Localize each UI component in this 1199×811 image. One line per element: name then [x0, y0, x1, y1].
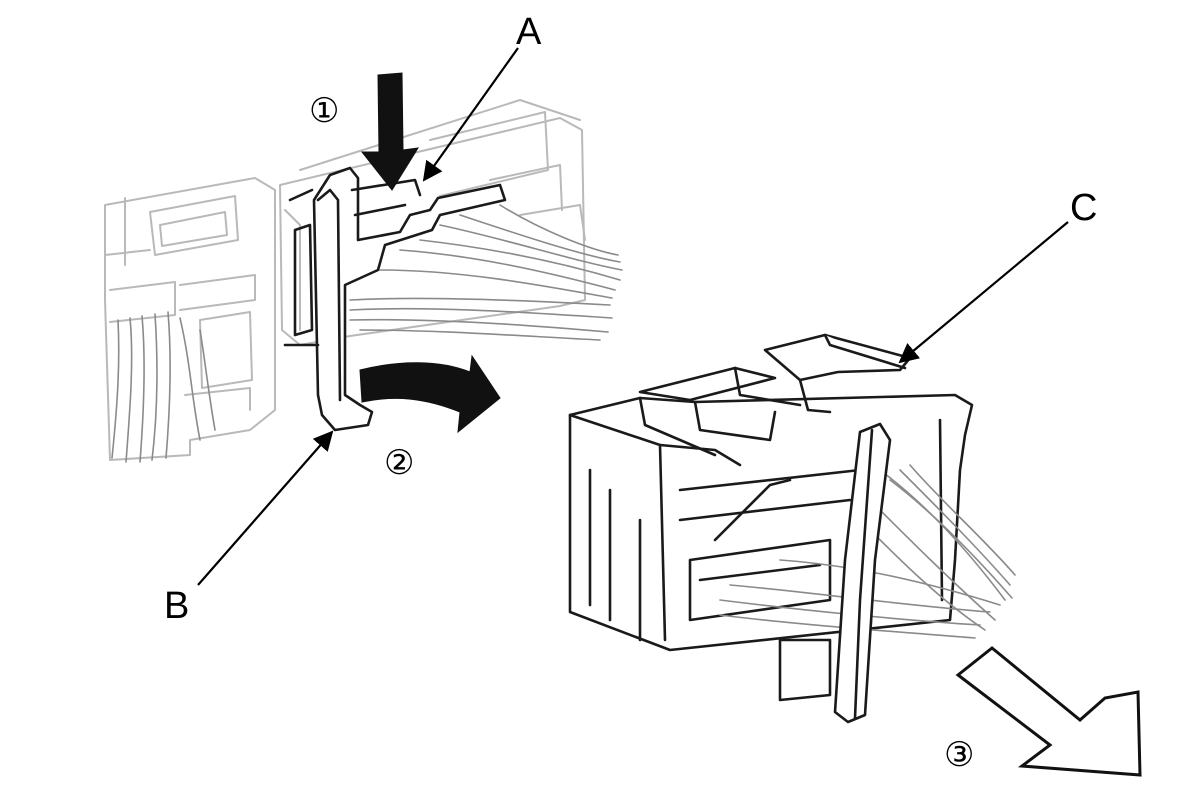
label-c: C — [1070, 187, 1097, 229]
pull-lever-arrow — [359, 354, 501, 434]
label-b: B — [164, 585, 189, 627]
leader-line-b — [197, 430, 334, 586]
left-connector-lever — [283, 166, 507, 432]
leader-line-a — [422, 47, 519, 182]
step-1-marker: ① — [309, 91, 339, 131]
push-down-arrow — [360, 72, 419, 191]
label-a: A — [516, 11, 542, 53]
step-3-marker: ③ — [944, 735, 974, 775]
pull-out-arrow — [955, 646, 1142, 777]
right-connector-c — [568, 333, 1016, 724]
leader-line-c — [898, 221, 1069, 364]
step-2-marker: ② — [384, 443, 414, 483]
